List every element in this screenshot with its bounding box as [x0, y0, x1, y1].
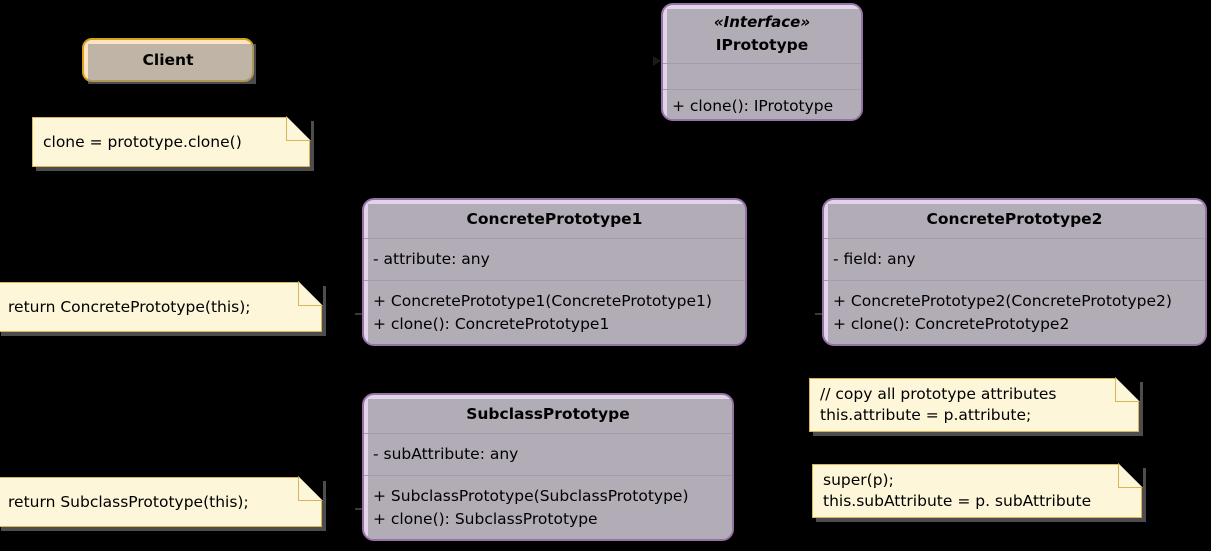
note-return-concreteprototype-text: return ConcretePrototype(this);: [8, 297, 251, 316]
note-link-stub-concreteprototype1: [355, 313, 363, 315]
iprototype-operations: + clone(): IPrototype: [663, 89, 861, 119]
note-super-subattribute-text: super(p); this.subAttribute = p. subAttr…: [823, 471, 1092, 510]
subclassprototype-header: SubclassPrototype: [364, 395, 732, 433]
client-class-box[interactable]: Client: [82, 38, 256, 84]
iprototype-attributes: [663, 63, 861, 89]
concreteprototype1-constructor: + ConcretePrototype1(ConcretePrototype1): [373, 292, 712, 311]
concreteprototype2-name: ConcretePrototype2: [926, 209, 1103, 228]
note-client-clone-text: clone = prototype.clone(): [43, 132, 242, 151]
subclassprototype-operations: + SubclassPrototype(SubclassPrototype) +…: [364, 475, 732, 539]
concreteprototype1-attribute-attribute: - attribute: any: [373, 250, 490, 269]
note-super-subattribute[interactable]: super(p); this.subAttribute = p. subAttr…: [812, 463, 1146, 522]
concreteprototype2-constructor: + ConcretePrototype2(ConcretePrototype2): [833, 292, 1172, 311]
iprototype-operation-clone: + clone(): IPrototype: [672, 97, 834, 116]
note-return-concreteprototype[interactable]: return ConcretePrototype(this);: [0, 281, 326, 336]
concreteprototype2-attribute-field: - field: any: [833, 250, 916, 269]
iprototype-name: IPrototype: [715, 35, 809, 54]
subclassprototype-attribute-subattribute: - subAttribute: any: [373, 445, 519, 464]
concreteprototype1-operations: + ConcretePrototype1(ConcretePrototype1)…: [364, 280, 745, 344]
realization-arrowhead-iprototype: [653, 56, 661, 66]
note-sheet: [0, 477, 322, 527]
note-sheet: [0, 282, 322, 332]
note-copy-attributes-text: // copy all prototype attributes this.at…: [820, 385, 1057, 424]
concreteprototype2-class-box[interactable]: ConcretePrototype2 - field: any + Concre…: [822, 198, 1207, 346]
iprototype-interface-box[interactable]: «Interface» IPrototype + clone(): IProto…: [661, 3, 863, 121]
concreteprototype2-operation-clone: + clone(): ConcretePrototype2: [833, 314, 1070, 333]
note-sheet: [812, 464, 1142, 518]
note-sheet: [32, 117, 310, 167]
subclassprototype-attributes: - subAttribute: any: [364, 433, 732, 475]
note-return-subclassprototype[interactable]: return SubclassPrototype(this);: [0, 476, 326, 531]
subclassprototype-operation-clone: + clone(): SubclassPrototype: [373, 509, 598, 528]
concreteprototype1-attributes: - attribute: any: [364, 238, 745, 280]
note-client-clone[interactable]: clone = prototype.clone(): [32, 116, 314, 171]
note-return-subclassprototype-text: return SubclassPrototype(this);: [8, 492, 249, 511]
note-link-stub-subclassprototype: [355, 508, 363, 510]
concreteprototype1-class-box[interactable]: ConcretePrototype1 - attribute: any + Co…: [362, 198, 747, 346]
concreteprototype2-header: ConcretePrototype2: [824, 200, 1205, 238]
iprototype-stereotype: «Interface»: [713, 12, 811, 31]
concreteprototype1-name: ConcretePrototype1: [466, 209, 643, 228]
concreteprototype1-header: ConcretePrototype1: [364, 200, 745, 238]
note-sheet: [809, 378, 1139, 432]
note-copy-attributes[interactable]: // copy all prototype attributes this.at…: [809, 377, 1143, 436]
subclassprototype-constructor: + SubclassPrototype(SubclassPrototype): [373, 487, 689, 506]
note-link-stub-concreteprototype2: [815, 313, 823, 315]
concreteprototype1-operation-clone: + clone(): ConcretePrototype1: [373, 314, 610, 333]
client-label: Client: [142, 51, 194, 69]
concreteprototype2-operations: + ConcretePrototype2(ConcretePrototype2)…: [824, 280, 1205, 344]
subclassprototype-class-box[interactable]: SubclassPrototype - subAttribute: any + …: [362, 393, 734, 541]
subclassprototype-name: SubclassPrototype: [466, 404, 630, 423]
iprototype-header: «Interface» IPrototype: [663, 5, 861, 63]
concreteprototype2-attributes: - field: any: [824, 238, 1205, 280]
